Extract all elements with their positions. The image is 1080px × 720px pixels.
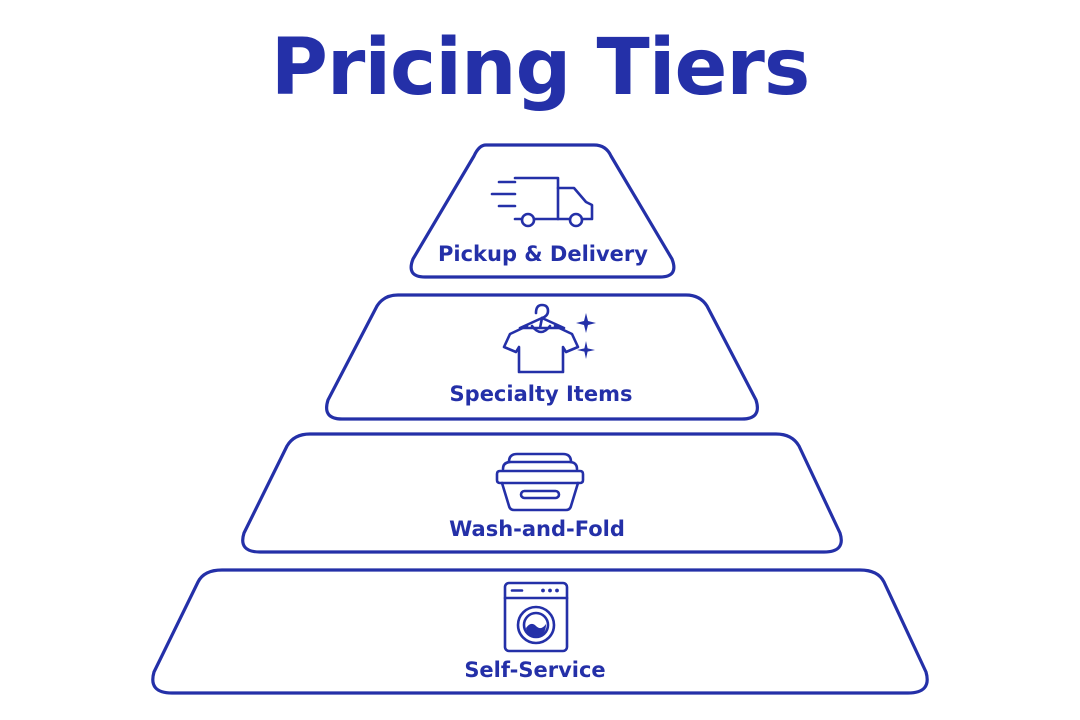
tier-label: Specialty Items <box>450 382 633 406</box>
tier-specialty-items-shape <box>325 293 759 421</box>
tier-label: Wash-and-Fold <box>449 517 625 541</box>
tier-wash-and-fold[interactable]: Wash-and-Fold <box>241 432 843 554</box>
tier-label: Pickup & Delivery <box>438 242 648 266</box>
washing-machine-icon <box>503 581 569 653</box>
tier-specialty-items[interactable]: Specialty Items <box>325 293 759 421</box>
tier-self-service[interactable]: Self-Service <box>151 568 929 695</box>
delivery-truck-icon <box>490 176 594 228</box>
tier-label: Self-Service <box>464 658 605 682</box>
tier-pickup-delivery[interactable]: Pickup & Delivery <box>409 143 676 279</box>
shirt-hanger-sparkle-icon <box>502 303 596 374</box>
page-title: Pricing Tiers <box>270 23 811 113</box>
laundry-basket-icon <box>495 452 585 512</box>
tier-pickup-delivery-shape <box>409 143 676 279</box>
tier-wash-and-fold-shape <box>241 432 843 554</box>
